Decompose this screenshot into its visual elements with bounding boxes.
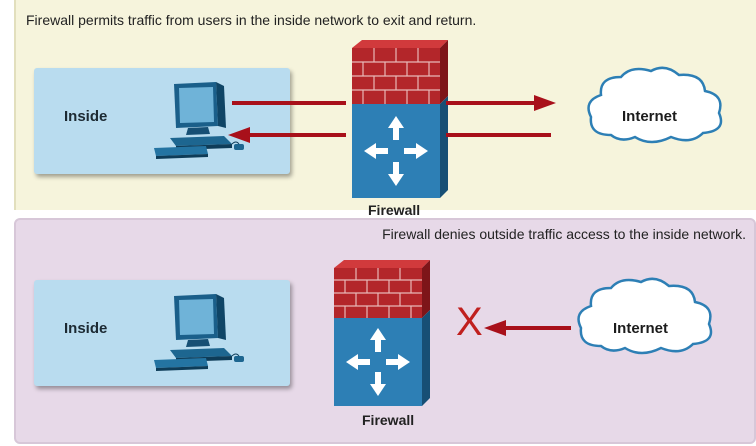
firewall-icon (334, 260, 430, 406)
deny-panel: Firewall denies outside traffic access t… (14, 218, 756, 444)
arrow-icon (232, 95, 556, 111)
permit-caption: Firewall permits traffic from users in t… (26, 12, 477, 28)
firewall-label: Firewall (368, 202, 421, 218)
firewall-icon (352, 40, 448, 198)
deny-x-icon: X (456, 300, 483, 344)
cloud-icon (587, 66, 723, 144)
deny-caption: Firewall denies outside traffic access t… (382, 226, 746, 242)
internet-label: Internet (613, 320, 669, 337)
internet-label: Internet (622, 108, 678, 125)
permit-panel: Firewall permits traffic from users in t… (14, 0, 756, 218)
inside-label: Inside (64, 108, 108, 125)
firewall-label: Firewall (362, 412, 415, 428)
inside-network: Inside (34, 280, 290, 386)
pc-icon (154, 82, 244, 159)
blocked-arrow (484, 320, 571, 336)
inside-network: Inside (34, 68, 290, 174)
arrow-icon (228, 127, 551, 143)
traffic-arrows (228, 95, 556, 143)
pc-icon (154, 294, 244, 371)
arrow-icon (484, 320, 571, 336)
inside-label: Inside (64, 320, 108, 337)
cloud-icon (577, 277, 713, 355)
